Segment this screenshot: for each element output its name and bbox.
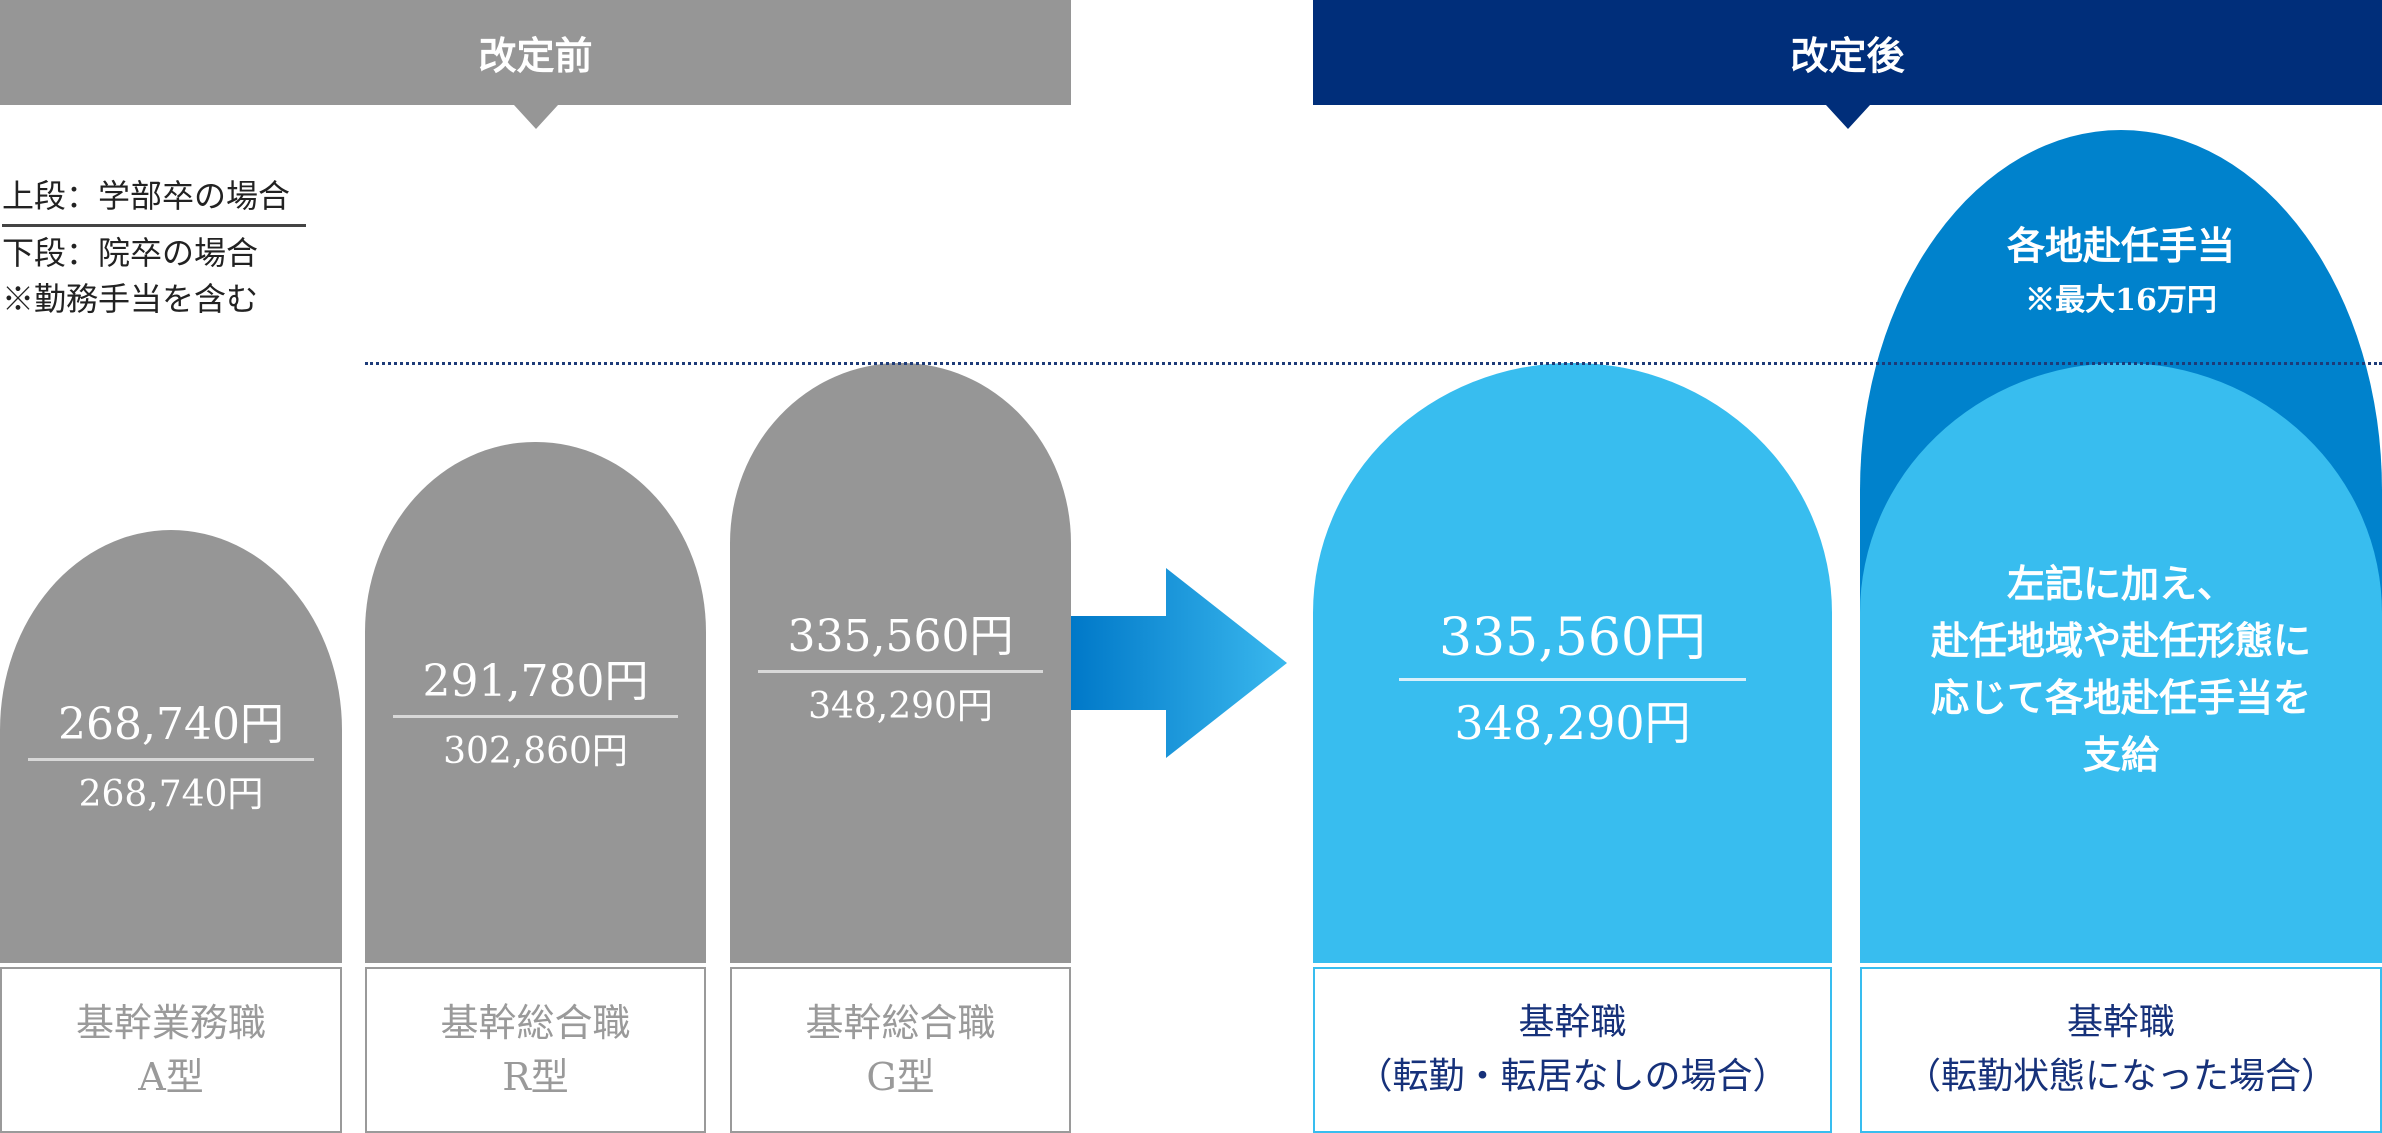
job-title: 基幹職 <box>1518 1002 1627 1043</box>
dotted-reference-line <box>365 362 2382 365</box>
value-undergrad: 335,560円 <box>1398 595 1747 681</box>
column-a-label: 基幹業務職 A型 <box>0 967 342 1133</box>
job-title: 基幹総合職 <box>805 1001 996 1045</box>
job-title: 基幹総合職 <box>440 1001 631 1045</box>
column-g-values: 335,560円 348,290円 <box>730 600 1071 729</box>
condition: （転勤状態になった場合） <box>1904 1056 2337 1097</box>
value-grad: 348,290円 <box>808 686 993 727</box>
after-column-transfer: 各地赴任手当 ※最大16万円 左記に加え、 赴任地域や赴任形態に 応じて各地赴任… <box>1860 0 2382 1133</box>
after-column-1-values: 335,560円 348,290円 <box>1313 595 1832 753</box>
job-type: G型 <box>866 1055 935 1099</box>
after-column-no-transfer: 335,560円 348,290円 基幹職 （転勤・転居なしの場合） <box>1313 0 1832 1133</box>
after-column-2-label: 基幹職 （転勤状態になった場合） <box>1860 967 2382 1133</box>
column-g-label: 基幹総合職 G型 <box>730 967 1071 1133</box>
legend-line-lower: 下段：院卒の場合 <box>2 234 259 272</box>
column-r-label: 基幹総合職 R型 <box>365 967 706 1133</box>
column-g: 335,560円 348,290円 基幹総合職 G型 <box>730 0 1071 1133</box>
value-grad: 302,860円 <box>443 731 628 772</box>
before-banner: 改定前 <box>0 0 1071 129</box>
column-a-bar <box>0 530 342 963</box>
legend-note: ※勤務手当を含む <box>2 280 259 318</box>
before-pointer <box>513 105 558 129</box>
desc-line: 応じて各地赴任手当を <box>1930 675 2311 720</box>
allowance-title: 各地赴任手当 <box>2006 223 2235 268</box>
after-pointer <box>1825 105 1870 129</box>
desc-line: 支給 <box>2082 732 2159 777</box>
value-grad: 268,740円 <box>78 774 264 815</box>
legend: 上段：学部卒の場合 下段：院卒の場合 ※勤務手当を含む <box>2 170 306 325</box>
allowance-description: 左記に加え、 赴任地域や赴任形態に 応じて各地赴任手当を 支給 <box>1860 555 2382 783</box>
right-arrow-icon <box>1071 568 1287 758</box>
column-a-values: 268,740円 268,740円 <box>0 688 342 817</box>
job-type: A型 <box>138 1055 204 1099</box>
before-banner-title: 改定前 <box>478 33 593 78</box>
after-column-2-bar <box>1860 363 2382 963</box>
value-undergrad: 335,560円 <box>757 600 1044 673</box>
after-column-1-bar <box>1313 363 1832 963</box>
after-column-1-label: 基幹職 （転勤・転居なしの場合） <box>1313 967 1832 1133</box>
column-r-values: 291,780円 302,860円 <box>365 645 706 774</box>
value-undergrad: 291,780円 <box>392 645 679 718</box>
job-type: R型 <box>502 1055 569 1099</box>
job-title: 基幹業務職 <box>75 1001 266 1045</box>
value-grad: 348,290円 <box>1454 696 1691 750</box>
column-a: 268,740円 268,740円 基幹業務職 A型 <box>0 0 342 1133</box>
value-undergrad: 268,740円 <box>28 688 314 761</box>
legend-line-upper: 上段：学部卒の場合 <box>2 170 306 227</box>
desc-line: 赴任地域や赴任形態に <box>1930 618 2311 663</box>
condition: （転勤・転居なしの場合） <box>1356 1056 1789 1097</box>
column-r-bar <box>365 442 706 963</box>
after-banner: 改定後 <box>1313 0 2382 129</box>
column-r: 291,780円 302,860円 基幹総合職 R型 <box>365 0 706 1133</box>
allowance-note: ※最大16万円 <box>2025 283 2217 318</box>
desc-line: 左記に加え、 <box>2006 561 2235 606</box>
column-g-bar <box>730 363 1071 963</box>
after-banner-title: 改定後 <box>1790 33 1905 78</box>
job-title: 基幹職 <box>2066 1002 2175 1043</box>
